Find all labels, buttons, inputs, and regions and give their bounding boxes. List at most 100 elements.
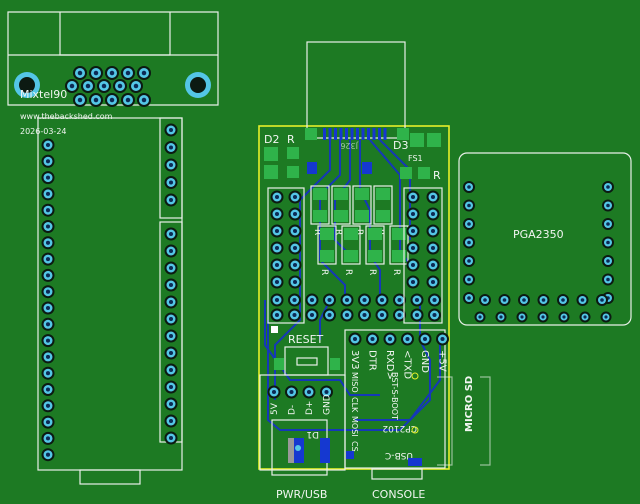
- resistor-label: R: [354, 229, 364, 235]
- header-pin: [164, 329, 178, 343]
- fs1-label: FS1: [408, 154, 423, 163]
- header-pin: [270, 207, 284, 221]
- usb-pin: [285, 385, 298, 399]
- sd-pin-label: CS: [350, 441, 359, 452]
- bst-label: BST-S-BOOT: [390, 372, 399, 420]
- sd-pin-label: MOSI: [350, 416, 359, 437]
- header-pin: [340, 293, 354, 307]
- pga-pin: [463, 273, 475, 286]
- header-pin: [428, 293, 441, 307]
- pga2350-module: PGA2350: [458, 152, 632, 326]
- pga-pin: [537, 294, 550, 306]
- header-pin: [375, 293, 389, 307]
- header-pin: [288, 258, 302, 272]
- pga-pin: [463, 218, 475, 230]
- header-pin: [270, 258, 284, 272]
- pga-pin: [463, 181, 475, 193]
- header-pin: [164, 123, 178, 137]
- usbc-label: USB-C: [385, 450, 413, 460]
- dsub-pin: [81, 79, 95, 93]
- header-pin: [41, 154, 55, 168]
- header-outline: [267, 187, 305, 324]
- left-header-module: [37, 117, 183, 485]
- header-pin: [340, 308, 354, 322]
- sd-pin-label: MISO: [350, 372, 359, 393]
- pga-pin: [596, 294, 608, 306]
- header-pin: [164, 176, 178, 189]
- dsub-pin: [113, 79, 127, 93]
- resistor-label: R: [367, 269, 377, 275]
- sd-pin-label: CLK: [350, 397, 359, 413]
- pga-pin: [516, 311, 528, 323]
- dsub-pin: [65, 79, 79, 93]
- header-pin: [406, 207, 420, 221]
- header-pin: [41, 448, 55, 462]
- header-pin: [41, 285, 55, 299]
- resistor-label: R: [391, 269, 401, 275]
- dsub-pin: [73, 93, 87, 107]
- console-pin: [401, 332, 414, 346]
- usb-contact: [383, 128, 387, 140]
- header-pin: [164, 193, 178, 207]
- board-edge: [258, 125, 450, 470]
- resistor: R: [352, 185, 372, 235]
- pga-pin: [602, 181, 614, 193]
- header-pin: [41, 203, 55, 217]
- author-label: Mixtel90: [20, 88, 67, 101]
- header-pin: [406, 275, 420, 289]
- header-pin: [41, 220, 55, 233]
- pga-pin: [602, 199, 614, 212]
- usb-contact: [367, 128, 370, 140]
- console-pin: [436, 332, 449, 346]
- header-pin: [358, 308, 371, 322]
- website-label: www.thebackshed.com: [20, 112, 113, 121]
- dsub-pin: [121, 93, 135, 107]
- usb-contact: [339, 128, 343, 140]
- dsub-pin: [121, 66, 135, 80]
- j-label: J326: [340, 141, 359, 150]
- header-pin: [270, 241, 284, 255]
- dsub-connector: [7, 11, 219, 107]
- header-pin: [164, 312, 178, 326]
- header-pin: [164, 295, 178, 309]
- resistor: R: [365, 225, 385, 275]
- header-pin: [270, 275, 284, 289]
- resistor: R: [310, 185, 330, 235]
- resistor: R: [373, 185, 393, 235]
- usb-connector-outline: [306, 41, 406, 139]
- header-pin: [426, 224, 440, 238]
- console-pin-label: RXD>: [384, 350, 395, 380]
- header-pin: [164, 380, 178, 394]
- usb-contact: [372, 128, 376, 140]
- header-outline: [403, 187, 443, 324]
- dsub-pin: [89, 93, 103, 107]
- reset-switch-outline: [284, 346, 329, 376]
- usb-connector-pins: [323, 128, 387, 140]
- usb-pin-label: D+: [305, 401, 315, 415]
- header-pin: [426, 190, 440, 204]
- header-pin: [270, 224, 284, 238]
- resistor-label: R: [312, 229, 322, 235]
- header-pin: [410, 293, 424, 307]
- pga-pin: [463, 199, 475, 212]
- usb-contact: [323, 128, 326, 140]
- resistor: R: [317, 225, 337, 275]
- pga-pin: [479, 294, 491, 306]
- dsub-pin: [97, 79, 111, 93]
- header-pin: [288, 207, 302, 221]
- header-pin: [41, 350, 55, 364]
- header-pin: [426, 207, 440, 221]
- header-pin: [41, 301, 55, 315]
- console-pin: [348, 332, 362, 346]
- header-pin: [426, 258, 440, 272]
- console-pin-label: <TXD: [402, 350, 413, 379]
- header-pin: [288, 275, 302, 289]
- d3-label: D3: [393, 139, 408, 152]
- header-pin: [164, 431, 178, 445]
- dsub-pin: [137, 93, 151, 107]
- header-pin: [41, 268, 55, 282]
- header-pin: [164, 346, 178, 360]
- header-pin: [41, 431, 55, 445]
- header-pin: [164, 414, 178, 428]
- header-pin: [270, 308, 284, 322]
